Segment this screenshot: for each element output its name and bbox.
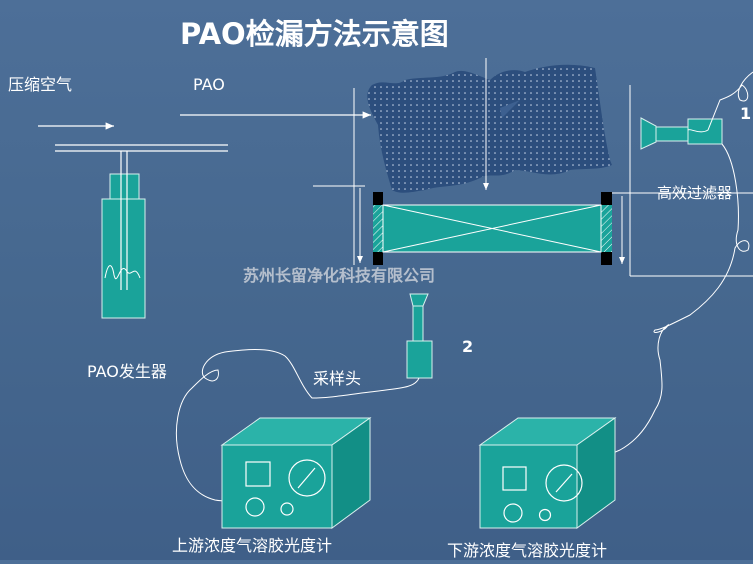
- aerosol-cloud: [367, 64, 612, 193]
- pao-label: PAO: [193, 75, 225, 94]
- hepa-filter: [373, 192, 612, 265]
- upstream-photometer: [220, 417, 372, 529]
- company-watermark: 苏州长留净化科技有限公司: [243, 266, 435, 285]
- downstream-photometer: [478, 417, 617, 529]
- cloud-notch: [500, 100, 520, 118]
- hepa-filter-label: 高效过滤器: [657, 184, 732, 202]
- downstream-probe: [640, 117, 723, 150]
- upstream-sample-tube: [175, 349, 420, 503]
- dimension-lines: [313, 85, 753, 277]
- probe-number-2: 2: [462, 337, 473, 356]
- pao-generator: [55, 144, 228, 319]
- pao-generator-label: PAO发生器: [87, 362, 167, 381]
- downstream-sample-tube: [549, 71, 753, 516]
- compressed-air-label: 压缩空气: [8, 75, 72, 94]
- upstream-photometer-label: 上游浓度气溶胶光度计: [172, 536, 332, 555]
- upstream-probe: [406, 293, 433, 379]
- page-title: PAO检漏方法示意图: [180, 17, 449, 51]
- sampling-head-label: 采样头: [313, 369, 361, 388]
- downstream-photometer-label: 下游浓度气溶胶光度计: [447, 541, 607, 560]
- probe-number-1: 1: [740, 104, 751, 123]
